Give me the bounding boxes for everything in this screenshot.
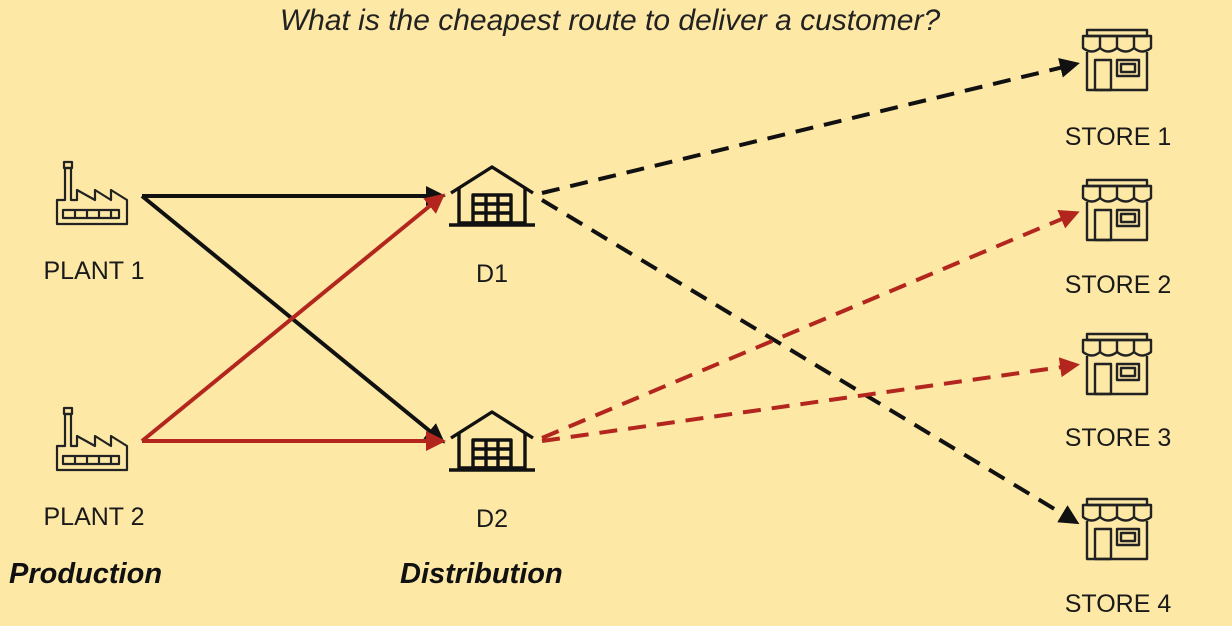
plant-label: PLANT 1 — [43, 257, 145, 285]
route-plant2-d1 — [140, 193, 446, 443]
distribution-label: D2 — [476, 505, 508, 533]
store-label: STORE 1 — [1064, 123, 1172, 151]
diagram-title-text: What is the cheapest route to deliver a … — [279, 4, 941, 37]
production-routes — [140, 186, 446, 451]
factory-icon — [55, 406, 129, 472]
store-icon — [1081, 332, 1153, 396]
store-icon — [1081, 178, 1153, 242]
route-d1-store1 — [541, 58, 1080, 195]
route-d2-store2 — [541, 209, 1080, 440]
warehouse-icon — [447, 410, 537, 472]
section-production: Production — [9, 558, 163, 590]
factory-icon — [55, 160, 129, 226]
section-distribution: Distribution — [400, 558, 563, 590]
route-d2-store3 — [541, 357, 1080, 443]
route-d1-store4 — [540, 198, 1080, 525]
store-label: STORE 3 — [1064, 424, 1172, 452]
store-icon — [1081, 28, 1153, 92]
store-label: STORE 2 — [1064, 271, 1172, 299]
diagram-title: What is the cheapest route to deliver a … — [0, 4, 1232, 38]
plant-label: PLANT 2 — [43, 503, 145, 531]
warehouse-icon — [447, 165, 537, 227]
distribution-label: D1 — [476, 260, 508, 288]
delivery-routes — [540, 58, 1080, 525]
store-icon — [1081, 497, 1153, 561]
store-label: STORE 4 — [1064, 590, 1172, 618]
